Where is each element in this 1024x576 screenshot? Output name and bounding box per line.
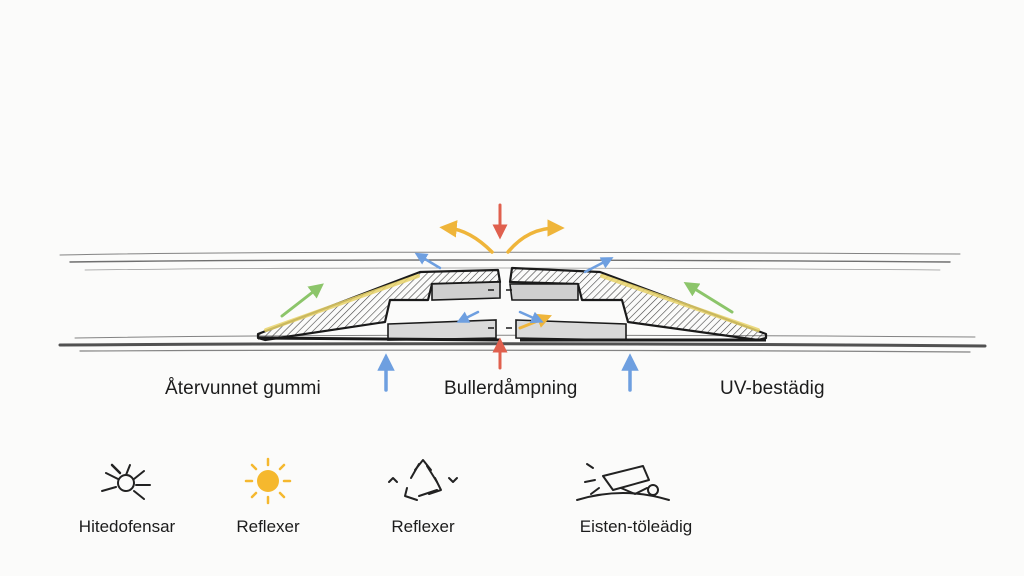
- force-arrows: [280, 203, 734, 392]
- callout-center-label: Bullerdåmpning: [444, 378, 578, 399]
- recycle-icon: [388, 459, 458, 501]
- arrow-green-left: [280, 283, 324, 318]
- arrow-green-right: [683, 282, 734, 314]
- icon-label-2: Reflexer: [236, 517, 300, 536]
- arrow-blue-left-upper: [414, 252, 442, 270]
- callout-left-label: Återvunnet gummi: [165, 378, 321, 399]
- joint-gap-marks: [488, 289, 512, 329]
- arrow-blue-right-upper: [583, 257, 614, 274]
- arrow-blue-mid-left: [456, 310, 480, 323]
- sun-icon: [244, 457, 292, 505]
- icon-label-1: Hitedofensar: [78, 517, 176, 536]
- tire-wear-icon: [576, 463, 670, 501]
- heat-ray-icon: [101, 463, 151, 500]
- ground-lines: [58, 251, 987, 353]
- callout-right-label: UV-bestädig: [720, 378, 825, 399]
- arrow-yellow-right: [506, 219, 565, 254]
- icon-label-3: Reflexer: [391, 517, 455, 536]
- arrow-yellow-left: [439, 220, 494, 254]
- right-ramp-profile: [508, 266, 768, 342]
- icon-label-4: Eisten-töleädig: [579, 517, 693, 536]
- arrow-blue-mid-right: [518, 310, 544, 324]
